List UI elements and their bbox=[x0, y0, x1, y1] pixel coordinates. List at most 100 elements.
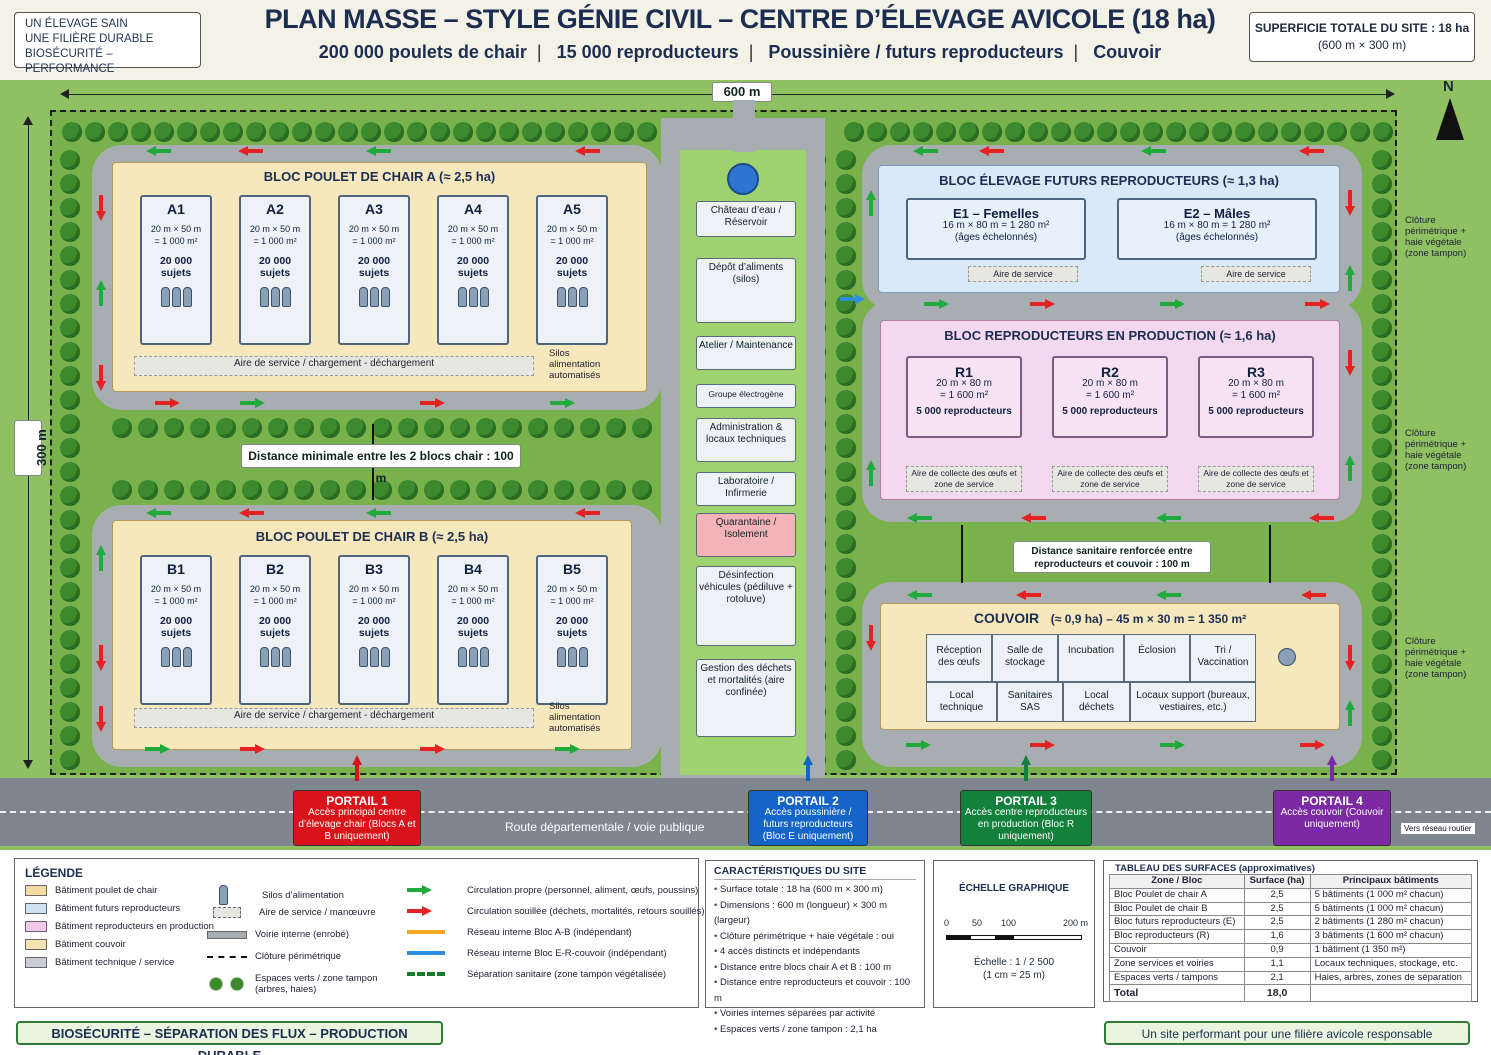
tree-icon bbox=[450, 480, 470, 500]
barn-area: = 1 000 m² bbox=[451, 596, 495, 606]
couvoir-room: Local technique bbox=[926, 682, 997, 722]
motto-line: BIOSÉCURITÉ – PERFORMANCE bbox=[25, 48, 115, 75]
tree-icon bbox=[60, 366, 80, 386]
tree-icon bbox=[223, 122, 243, 142]
central-building-label: Laboratoire / Infirmerie bbox=[717, 476, 775, 499]
tree-icon bbox=[1372, 174, 1392, 194]
couvoir-title: COUVOIR (≈ 0,9 ha) – 45 m × 30 m = 1 350… bbox=[881, 610, 1339, 626]
barn-name: R3 bbox=[1247, 364, 1265, 380]
legend-label: Bâtiment couvoir bbox=[55, 939, 126, 951]
distance-ab-label: Distance minimale entre les 2 blocs chai… bbox=[241, 444, 521, 485]
portal-text: Accès poussinière / futurs reproducteurs… bbox=[762, 807, 854, 842]
legend-label: Voirie interne (enrobé) bbox=[255, 929, 349, 940]
table-cell: Locaux techniques, stockage, etc. bbox=[1309, 956, 1473, 972]
table-cell: Haies, arbres, zones de séparation bbox=[1309, 970, 1473, 986]
dirty-flow-arrow-icon bbox=[420, 398, 446, 408]
tree-icon bbox=[60, 582, 80, 602]
tree-icon bbox=[430, 122, 450, 142]
barn-area: = 1 600 m² bbox=[1231, 390, 1281, 401]
tree-icon bbox=[424, 418, 444, 438]
subtitle-part: Couvoir bbox=[1093, 42, 1162, 62]
superficie-box: SUPERFICIE TOTALE DU SITE : 18 ha (600 m… bbox=[1249, 12, 1475, 62]
tree-icon bbox=[60, 534, 80, 554]
tree-icon bbox=[1028, 122, 1048, 142]
side-note: Clôture périmétrique + haie végétale (zo… bbox=[1405, 636, 1467, 680]
tree-icon bbox=[476, 122, 496, 142]
tree-icon bbox=[1143, 122, 1163, 142]
couvoir-room-label: Sanitaires SAS bbox=[1007, 690, 1053, 713]
tree-icon bbox=[614, 122, 634, 142]
barn-name: A3 bbox=[365, 201, 383, 217]
table-total-value: 18,0 bbox=[1243, 984, 1311, 1003]
north-arrow-icon bbox=[1436, 98, 1464, 140]
caracteristique-item: Voiries internes séparées par activité bbox=[714, 1006, 916, 1022]
tree-icon bbox=[836, 678, 856, 698]
silo-icon bbox=[259, 287, 269, 307]
tree-icon bbox=[632, 418, 652, 438]
bloc-a-title: BLOC POULET DE CHAIR A (≈ 2,5 ha) bbox=[263, 169, 496, 184]
tree-icon bbox=[242, 480, 262, 500]
table-cell: Espaces verts / tampons bbox=[1109, 970, 1245, 986]
tree-icon bbox=[268, 480, 288, 500]
tree-icon bbox=[836, 510, 856, 530]
tree-icon bbox=[1235, 122, 1255, 142]
dirty-flow-arrow-icon bbox=[155, 398, 181, 408]
tree-icon bbox=[292, 122, 312, 142]
tree-icon bbox=[1372, 462, 1392, 482]
tree-icon bbox=[1372, 294, 1392, 314]
barn-dims: 20 m × 50 m bbox=[447, 584, 499, 594]
footer-left-banner: BIOSÉCURITÉ – SÉPARATION DES FLUX – PROD… bbox=[16, 1021, 443, 1055]
clean-flow-arrow-icon bbox=[145, 744, 171, 754]
tree-icon bbox=[502, 480, 522, 500]
table-cell: 2 bâtiments (1 280 m² chacun) bbox=[1309, 915, 1473, 931]
bloc-a-service-area: Aire de service / chargement - déchargem… bbox=[134, 356, 534, 376]
tree-icon bbox=[1005, 122, 1025, 142]
tree-icon bbox=[1372, 486, 1392, 506]
tree-icon bbox=[836, 486, 856, 506]
table-cell: 5 bâtiments (1 000 m² chacun) bbox=[1309, 887, 1473, 903]
tree-icon bbox=[246, 122, 266, 142]
barn-dims: 20 m × 50 m bbox=[249, 224, 301, 234]
legend-item: Réseau interne Bloc E-R-couvoir (indépen… bbox=[407, 948, 705, 959]
clean-flow-arrow-icon bbox=[906, 740, 932, 750]
subtitle-part: 200 000 poulets de chair bbox=[318, 42, 527, 62]
caracteristique-item: Distance entre blocs chair A et B : 100 … bbox=[714, 960, 916, 976]
tree-icon bbox=[138, 418, 158, 438]
barn-count: 20 000 bbox=[555, 615, 589, 627]
tree-icon bbox=[60, 630, 80, 650]
central-building-label: Groupe électrogène bbox=[708, 389, 784, 399]
barn-unit: sujets bbox=[358, 627, 390, 639]
dirty-flow-arrow-icon bbox=[96, 645, 106, 671]
legend-item: Bâtiment reproducteurs en production bbox=[25, 921, 214, 932]
legend-label: Réseau interne Bloc E-R-couvoir (indépen… bbox=[467, 948, 667, 959]
barn-count: 20 000 bbox=[555, 255, 589, 267]
tree-icon bbox=[836, 582, 856, 602]
tree-icon bbox=[346, 480, 366, 500]
barn-unit: sujets bbox=[259, 627, 291, 639]
couvoir-title-main: COUVOIR bbox=[973, 610, 1040, 626]
legend-label: Circulation propre (personnel, aliment, … bbox=[467, 885, 699, 896]
barn-name: B1 bbox=[167, 561, 185, 577]
barn-e1: E1 – Femelles 16 m × 80 m = 1 280 m² (âg… bbox=[906, 198, 1086, 260]
tree-icon bbox=[836, 654, 856, 674]
bloc-b-service-area: Aire de service / chargement - déchargem… bbox=[134, 708, 534, 728]
tree-icon bbox=[1372, 750, 1392, 770]
central-access-road bbox=[733, 100, 755, 152]
dirty-flow-arrow-icon bbox=[1015, 590, 1041, 600]
tree-icon bbox=[60, 510, 80, 530]
side-note: Clôture périmétrique + haie végétale (zo… bbox=[1405, 215, 1467, 259]
barn-unit: sujets bbox=[457, 627, 489, 639]
dirty-flow-arrow-icon bbox=[1030, 299, 1056, 309]
caracteristique-item: 4 accès distincts et indépendants bbox=[714, 944, 916, 960]
legend-item: Voirie interne (enrobé) bbox=[207, 929, 397, 940]
clean-flow-arrow-icon bbox=[145, 146, 171, 156]
dirty-flow-arrow-icon bbox=[407, 906, 445, 917]
silo-icon bbox=[281, 287, 291, 307]
barn-count: 5 000 reproducteurs bbox=[1208, 406, 1304, 417]
tree-icon bbox=[200, 122, 220, 142]
page-title: PLAN MASSE – STYLE GÉNIE CIVIL – CENTRE … bbox=[264, 4, 1216, 34]
motto-box: UN ÉLEVAGE SAIN UNE FILIÈRE DURABLE BIOS… bbox=[14, 12, 201, 75]
legend-title: LÉGENDE bbox=[25, 866, 84, 880]
